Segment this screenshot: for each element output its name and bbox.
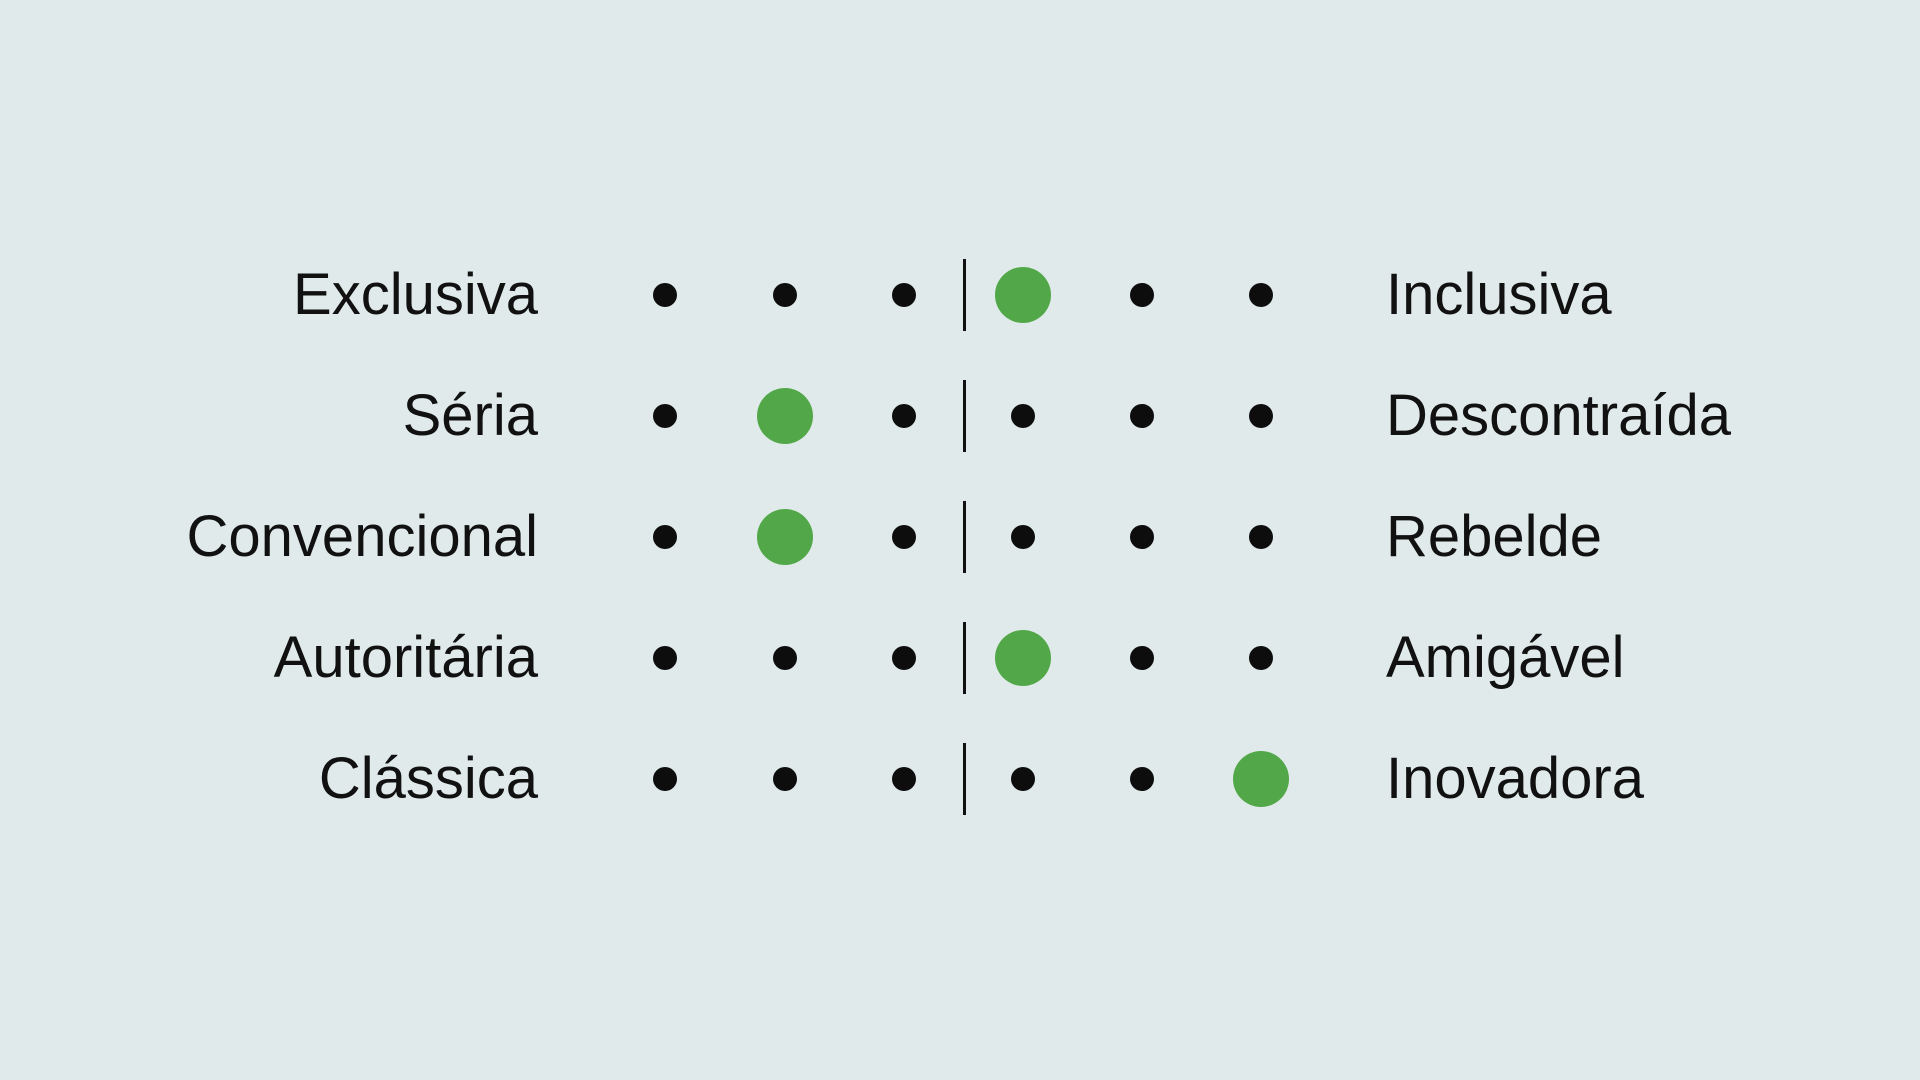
scale-point [773, 646, 797, 670]
scale-midline [963, 622, 966, 694]
scale-point [892, 525, 916, 549]
selected-scale-point [995, 267, 1051, 323]
left-trait-label: Convencional [186, 504, 538, 569]
scale-midline [963, 501, 966, 573]
scale-point [653, 404, 677, 428]
scale-point [1011, 525, 1035, 549]
scale-midline [963, 743, 966, 815]
scale-point [1249, 646, 1273, 670]
right-trait-label: Descontraída [1386, 383, 1731, 448]
scale-point [653, 646, 677, 670]
right-trait-label: Inovadora [1386, 746, 1644, 811]
scale-point [1130, 404, 1154, 428]
scale-point [1130, 525, 1154, 549]
selected-scale-point [995, 630, 1051, 686]
scale-point [892, 646, 916, 670]
left-trait-label: Séria [402, 383, 538, 448]
scale-point [1130, 283, 1154, 307]
scale-point [653, 767, 677, 791]
scale-point [892, 404, 916, 428]
scale-point [1130, 646, 1154, 670]
right-trait-label: Rebelde [1386, 504, 1603, 569]
left-trait-label: Autoritária [273, 625, 538, 690]
selected-scale-point [757, 388, 813, 444]
scale-point [1130, 767, 1154, 791]
scale-point [1011, 404, 1035, 428]
scale-row: Exclusiva Inclusiva [0, 255, 1920, 335]
selected-scale-point [757, 509, 813, 565]
scale-point [1249, 525, 1273, 549]
scale-midline [963, 380, 966, 452]
scale-row: Séria Descontraída [0, 376, 1920, 456]
scale-point [653, 283, 677, 307]
scale-point [773, 283, 797, 307]
scale-midline [963, 259, 966, 331]
scale-row: Convencional Rebelde [0, 497, 1920, 577]
scale-point [1011, 767, 1035, 791]
scale-point [653, 525, 677, 549]
scale-point [892, 767, 916, 791]
scale-row: Clássica Inovadora [0, 739, 1920, 819]
scale-point [1249, 404, 1273, 428]
selected-scale-point [1233, 751, 1289, 807]
right-trait-label: Inclusiva [1386, 262, 1612, 327]
scale-row: Autoritária Amigável [0, 618, 1920, 698]
left-trait-label: Exclusiva [293, 262, 538, 327]
scale-point [773, 767, 797, 791]
scale-point [1249, 283, 1273, 307]
left-trait-label: Clássica [318, 746, 538, 811]
scale-point [892, 283, 916, 307]
right-trait-label: Amigável [1386, 625, 1625, 690]
